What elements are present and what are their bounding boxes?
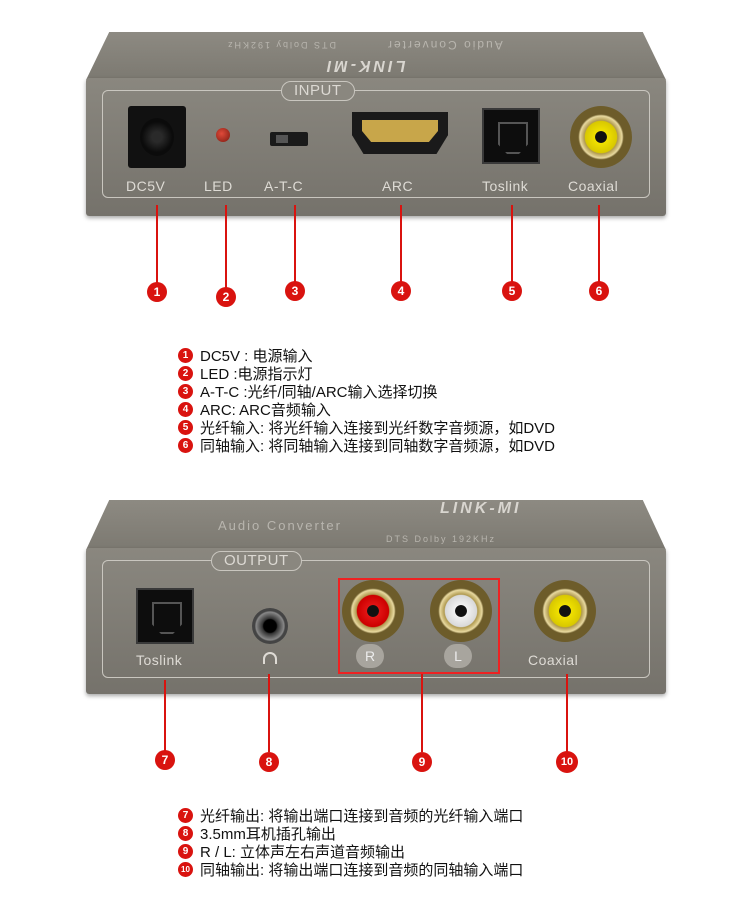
- legend-item: 5 光纤输入: 将光纤输入连接到光纤数字音频源，如DVD: [178, 418, 556, 437]
- legend-number: 2: [178, 365, 193, 381]
- port-label-toslink: Toslink: [482, 178, 529, 194]
- input-device: LINK-MI Audio Converter DTS Dolby 192KHz…: [86, 32, 666, 218]
- dc5v-power-jack[interactable]: [128, 106, 186, 168]
- legend-item: 10 同轴输出: 将输出端口连接到音频的同轴输入端口: [178, 860, 524, 879]
- atc-selector-switch[interactable]: [270, 132, 308, 146]
- coaxial-output-port[interactable]: [534, 580, 596, 642]
- callout-number-7: 7: [155, 750, 175, 770]
- input-panel-frame: INPUT: [102, 81, 650, 198]
- legend-number: 9: [178, 843, 193, 859]
- coaxial-input-port[interactable]: [570, 106, 632, 168]
- device-model: DTS Dolby 192KHz: [226, 40, 337, 50]
- leader-line-9: [421, 674, 423, 752]
- headphone-icon: [263, 652, 277, 664]
- rca-left-output-port[interactable]: [430, 580, 492, 642]
- output-device: LINK-MI Audio Converter DTS Dolby 192KHz…: [86, 500, 666, 700]
- leader-line-2: [225, 205, 227, 288]
- input-panel: INPUT DC5V LED A-T-C ARC Toslink Coaxial: [86, 78, 666, 216]
- port-label-led: LED: [204, 178, 233, 194]
- headphone-jack[interactable]: [252, 608, 288, 644]
- rca-right-label: R: [356, 644, 384, 668]
- device-model: DTS Dolby 192KHz: [386, 534, 497, 544]
- legend-text: 同轴输入: 将同轴输入连接到同轴数字音频源，如DVD: [200, 437, 556, 455]
- device-top-surface: LINK-MI Audio Converter DTS Dolby 192KHz: [86, 32, 666, 80]
- legend-text: 同轴输出: 将输出端口连接到音频的同轴输入端口: [200, 861, 524, 879]
- port-label-atc: A-T-C: [264, 178, 304, 194]
- rca-right-output-port[interactable]: [342, 580, 404, 642]
- input-panel-title: INPUT: [281, 81, 355, 101]
- legend-number: 5: [178, 419, 193, 435]
- output-panel: OUTPUT R L Toslink Coaxial: [86, 548, 666, 694]
- port-label-arc: ARC: [382, 178, 414, 194]
- device-subtitle: Audio Converter: [218, 518, 342, 533]
- legend-number: 1: [178, 347, 193, 363]
- callout-number-3: 3: [285, 281, 305, 301]
- brand-logo: LINK-MI: [440, 500, 522, 517]
- legend-text: 3.5mm耳机插孔输出: [200, 825, 336, 843]
- rca-left-label: L: [444, 644, 472, 668]
- legend-text: A-T-C :光纤/同轴/ARC输入选择切换: [200, 383, 438, 401]
- toslink-input-port[interactable]: [482, 108, 540, 164]
- callout-number-9: 9: [412, 752, 432, 772]
- legend-item: 7 光纤输出: 将输出端口连接到音频的光纤输入端口: [178, 806, 524, 825]
- leader-line-4: [400, 205, 402, 282]
- callout-number-10: 10: [556, 751, 578, 773]
- legend-number: 10: [178, 861, 193, 877]
- legend-item: 6 同轴输入: 将同轴输入连接到同轴数字音频源，如DVD: [178, 436, 556, 455]
- callout-number-4: 4: [391, 281, 411, 301]
- legend-text: R / L: 立体声左右声道音频输出: [200, 843, 406, 861]
- callout-number-2: 2: [216, 287, 236, 307]
- leader-line-7: [164, 680, 166, 752]
- legend-text: ARC: ARC音频输入: [200, 401, 331, 419]
- leader-line-5: [511, 205, 513, 282]
- output-panel-title: OUTPUT: [211, 551, 302, 571]
- power-led: [216, 128, 230, 142]
- input-legend: 1 DC5V : 电源输入 2 LED :电源指示灯 3 A-T-C :光纤/同轴/A…: [178, 346, 556, 455]
- brand-logo: LINK-MI: [324, 57, 406, 74]
- output-panel-frame: OUTPUT: [102, 551, 650, 678]
- leader-line-1: [156, 205, 158, 283]
- legend-number: 6: [178, 437, 193, 453]
- port-label-coaxial: Coaxial: [528, 652, 579, 668]
- rca-highlight-box: [338, 578, 500, 674]
- legend-item: 3 A-T-C :光纤/同轴/ARC输入选择切换: [178, 382, 555, 401]
- device-subtitle: Audio Converter: [386, 38, 503, 52]
- device-top-surface: LINK-MI Audio Converter DTS Dolby 192KHz: [86, 500, 666, 550]
- leader-line-10: [566, 674, 568, 752]
- legend-item: 4 ARC: ARC音频输入: [178, 400, 555, 419]
- legend-number: 8: [178, 825, 193, 841]
- toslink-output-port[interactable]: [136, 588, 194, 644]
- legend-item: 1 DC5V : 电源输入: [178, 346, 555, 365]
- leader-line-6: [598, 205, 600, 282]
- port-label-coaxial: Coaxial: [568, 178, 619, 194]
- legend-item: 8 3.5mm耳机插孔输出: [178, 824, 523, 843]
- callout-number-1: 1: [147, 282, 167, 302]
- legend-number: 4: [178, 401, 193, 417]
- legend-number: 7: [178, 807, 193, 823]
- leader-line-3: [294, 205, 296, 282]
- legend-text: 光纤输出: 将输出端口连接到音频的光纤输入端口: [200, 807, 524, 825]
- callout-number-8: 8: [259, 752, 279, 772]
- legend-text: 光纤输入: 将光纤输入连接到光纤数字音频源，如DVD: [200, 419, 556, 437]
- callout-number-6: 6: [589, 281, 609, 301]
- legend-number: 3: [178, 383, 193, 399]
- port-label-toslink: Toslink: [136, 652, 183, 668]
- leader-line-8: [268, 674, 270, 752]
- arc-hdmi-port[interactable]: [352, 112, 448, 154]
- legend-text: LED :电源指示灯: [200, 365, 313, 383]
- legend-text: DC5V : 电源输入: [200, 347, 313, 365]
- legend-item: 9 R / L: 立体声左右声道音频输出: [178, 842, 523, 861]
- port-label-dc5v: DC5V: [126, 178, 166, 194]
- callout-number-5: 5: [502, 281, 522, 301]
- legend-item: 2 LED :电源指示灯: [178, 364, 555, 383]
